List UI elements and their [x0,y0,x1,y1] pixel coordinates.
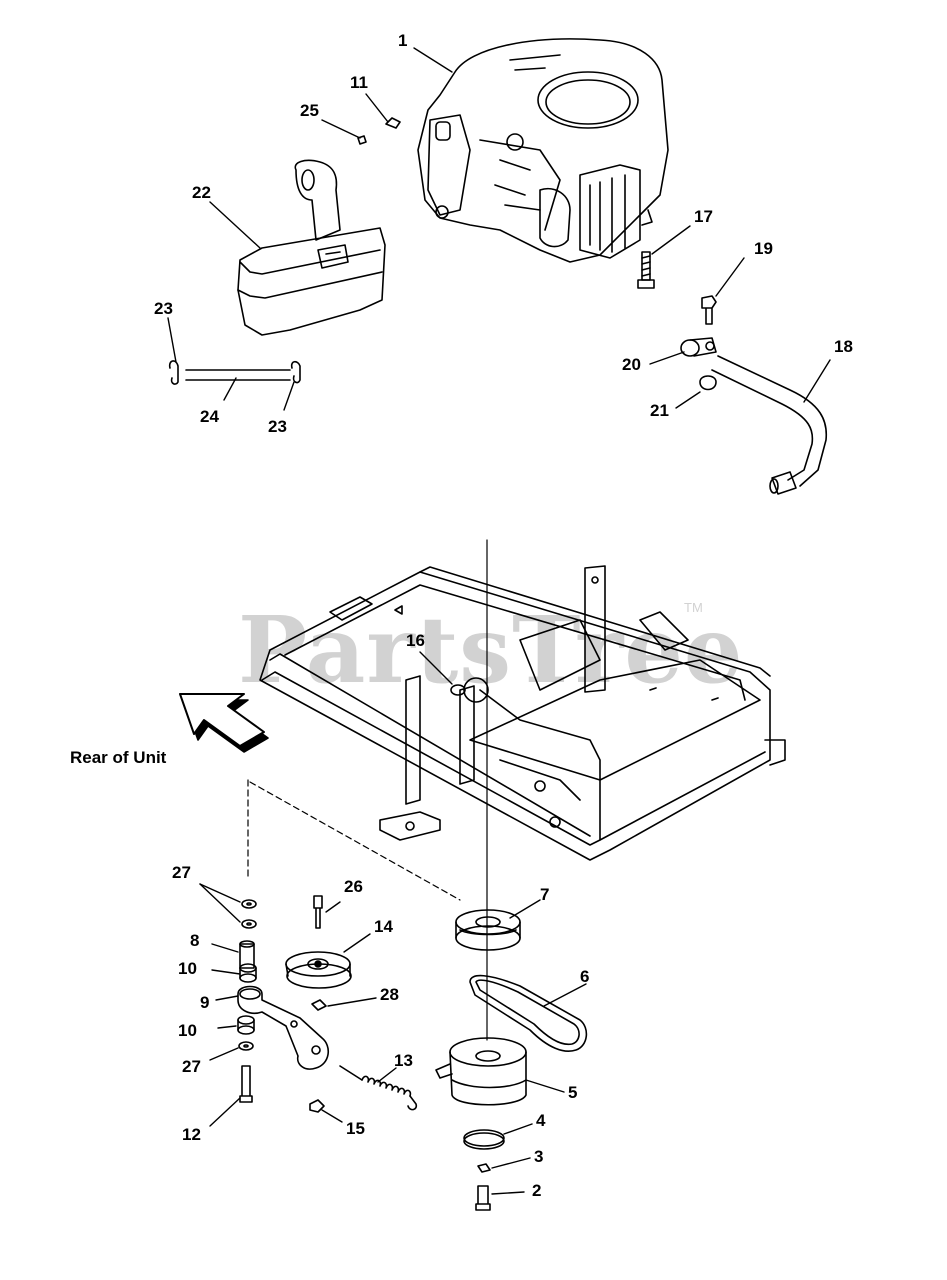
nut-25 [357,135,367,145]
pivot-bolt-12 [239,1065,253,1103]
bolt-17 [637,251,655,289]
callout-12: 12 [182,1125,201,1144]
callout-15: 15 [346,1119,365,1138]
callout-18: 18 [834,337,853,356]
washer-28 [311,999,327,1011]
watermark: PartsTree [238,596,744,704]
callout-22: 22 [192,183,211,202]
rear-of-unit-label: Rear of Unit [70,748,167,767]
callout-14: 14 [374,917,393,936]
fuel-fitting [680,337,717,391]
chassis-frame [259,565,786,861]
hose [711,355,828,495]
bolt-19 [701,295,717,325]
callout-8: 8 [190,931,200,950]
callout-3: 3 [534,1147,544,1166]
engine [417,38,669,263]
belt-alignment-line [249,781,461,901]
callout-28: 28 [380,985,399,1004]
bushing-10-bottom [237,1015,255,1035]
leader-lines [167,47,831,1195]
callout-7: 7 [540,885,550,904]
callout-10-top: 10 [178,959,197,978]
washer-27-top [241,899,257,909]
callout-27-bottom: 27 [182,1057,201,1076]
spring-13 [339,1065,418,1111]
idler-pulley [285,951,352,989]
bolt-26 [313,895,323,929]
callout-9: 9 [200,993,210,1012]
callout-1: 1 [398,31,408,50]
callout-17: 17 [694,207,713,226]
engine-pulley [455,909,521,951]
callout-23-left: 23 [154,299,173,318]
callout-11: 11 [350,73,368,92]
bolt-2 [475,1185,491,1211]
tailpipe [168,360,301,385]
spacer-8-top [239,940,255,948]
drive-belt [469,974,588,1052]
callout-23-right: 23 [268,417,287,436]
washer-27-bottom [238,1041,254,1051]
callout-13: 13 [394,1051,413,1070]
callout-20: 20 [622,355,641,374]
muffler [237,159,386,336]
rear-arrow-icon [179,693,265,747]
callout-25: 25 [300,101,319,120]
bushing-10-top [239,963,257,983]
callout-4: 4 [536,1111,546,1130]
spacer-8 [239,943,255,969]
electric-clutch [435,1037,527,1106]
callout-5: 5 [568,1083,578,1102]
watermark-trademark: TM [684,600,703,615]
callout-16: 16 [406,631,425,650]
callout-2: 2 [532,1181,542,1200]
washer-27-middle [241,919,257,929]
bolt-11 [385,117,401,129]
callout-10-bottom: 10 [178,1021,197,1040]
callout-26: 26 [344,877,363,896]
callout-27-top: 27 [172,863,191,882]
callout-6: 6 [580,967,590,986]
idler-arm [237,985,329,1070]
washer-3 [477,1163,491,1173]
callout-21: 21 [650,401,669,420]
washer-4 [463,1129,505,1150]
nut-15 [309,1099,325,1113]
callout-19: 19 [754,239,773,258]
callout-24: 24 [200,407,219,426]
